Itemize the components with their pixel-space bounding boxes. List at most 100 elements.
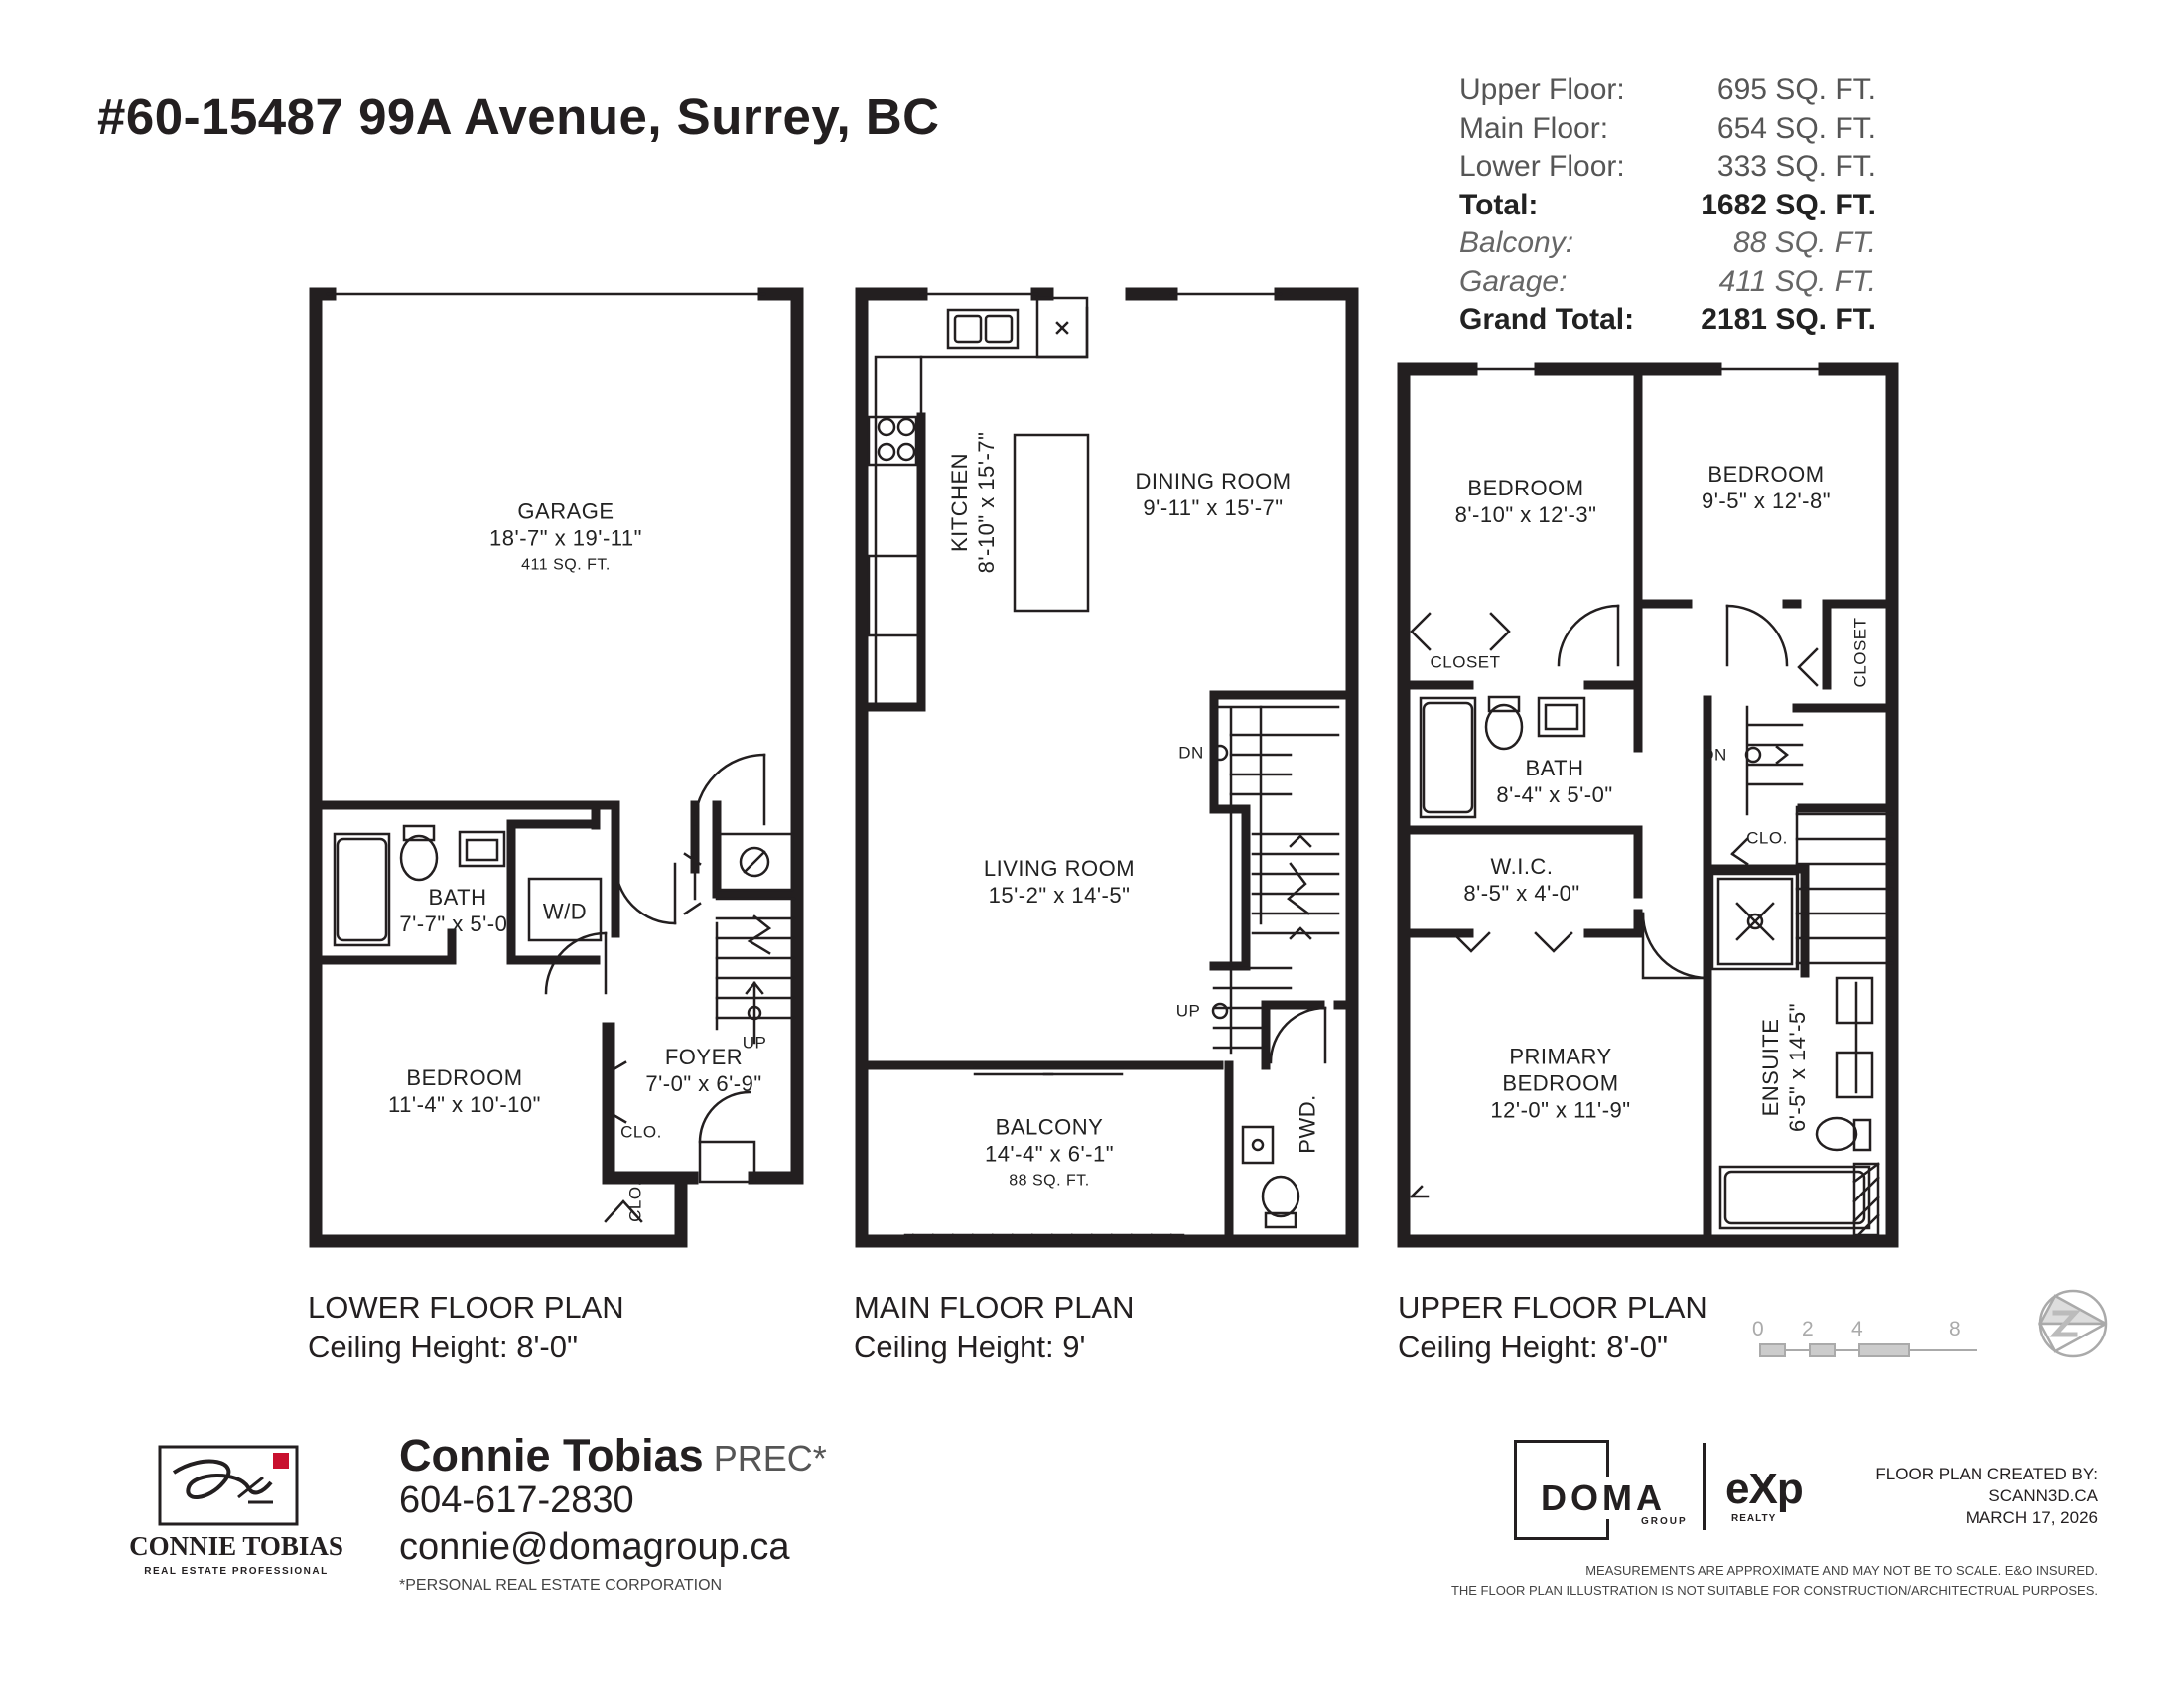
connie-tobias-logo-icon [158,1445,299,1526]
room-dims: 7'-0" x 6'-9" [645,1071,762,1096]
room-name: FOYER [664,1045,744,1069]
lower-floor-plan-caption: LOWER FLOOR PLAN Ceiling Height: 8'-0" [308,1288,624,1367]
lower-floor-fixtures [326,292,796,1243]
area-label: Main Floor: [1459,111,1609,145]
room-dims: 7'-7" x 5'-0" [399,912,516,936]
room-name: BEDROOM [406,1065,523,1090]
area-row: Lower Floor: 333 SQ. FT. [1459,150,1876,189]
dining-room-label: DINING ROOM 9'-11" x 15'-7" [1135,468,1291,521]
ceiling-height: Ceiling Height: 8'-0" [1398,1330,1668,1364]
foyer-label: FOYER 7'-0" x 6'-9" [645,1044,761,1097]
room-name: BEDROOM [1707,462,1825,487]
area-value: 654 SQ. FT. [1716,111,1876,145]
floor-plan-credit: FLOOR PLAN CREATED BY: SCANN3D.CA MARCH … [1875,1464,2098,1529]
disclaimer: MEASUREMENTS ARE APPROXIMATE AND MAY NOT… [1451,1561,2098,1601]
living-room-label: LIVING ROOM 15'-2" x 14'-5" [984,855,1135,909]
bedroom-closet-label: CLO. [625,1181,645,1222]
scale-tick-label: 4 [1851,1318,1863,1340]
plan-title: MAIN FLOOR PLAN [854,1290,1135,1325]
room-name: W.I.C. [1490,854,1554,879]
room-name: DINING ROOM [1135,469,1292,493]
room-name: ENSUITE [1758,1018,1783,1117]
room-dims: 18'-7" x 19'-11" [489,525,642,551]
room-dims: 8'-10" x 15'-7" [974,431,999,574]
property-address-title: #60-15487 99A Avenue, Surrey, BC [97,88,940,145]
room-dims: 15'-2" x 14'-5" [988,883,1131,908]
room-name: BATH [1525,756,1584,780]
room-dims: 9'-11" x 15'-7" [1143,495,1284,520]
area-label: Upper Floor: [1459,73,1625,106]
room-name: BEDROOM [1502,1070,1619,1096]
logo-divider [1703,1443,1706,1530]
balcony-label: BALCONY 14'-4" x 6'-1" 88 SQ. FT. [985,1114,1114,1195]
room-dims: 9'-5" x 12'-8" [1701,489,1832,513]
area-row: Garage:411 SQ. FT. [1459,265,1876,304]
upper-floor-fixtures [1410,367,1894,1243]
area-label: Balcony: [1459,226,1574,259]
upper-bedroom-1-label: BEDROOM 8'-10" x 12'-3" [1455,475,1597,528]
main-stair-down-label: DN [1178,743,1204,763]
scale-tick-label: 2 [1802,1318,1814,1340]
logo-subtitle-text: REAL ESTATE PROFESSIONAL [144,1566,329,1577]
bedroom-1-closet-label: CLOSET [1430,652,1501,672]
area-value: 2181 SQ. FT. [1701,303,1876,336]
room-dims: 8'-5" x 4'-0" [1463,881,1580,906]
ensuite-label: ENSUITE 6'-5" x 14'-5" [1757,1003,1811,1132]
primary-bedroom-label: PRIMARY BEDROOM 12'-0" x 11'-9" [1490,1044,1630,1124]
room-dims: 6'-5" x 14'-5" [1785,1002,1810,1133]
lower-stair-up-label: UP [742,1033,767,1053]
agent-phone[interactable]: 604-617-2830 [399,1479,634,1521]
upper-stair-down-label: DN [1702,745,1727,765]
doma-logo-text: DOMA [1537,1477,1670,1519]
north-arrow-icon [2037,1289,2108,1358]
credit-line: MARCH 17, 2026 [1965,1508,2098,1527]
scale-bar [1759,1343,1977,1357]
exp-logo-subtext: REALTY [1731,1513,1777,1524]
upper-floor-plan-caption: UPPER FLOOR PLAN Ceiling Height: 8'-0" [1398,1288,1707,1367]
scale-tick-label: 0 [1752,1318,1764,1340]
room-area: 411 SQ. FT. [521,556,611,574]
credit-line: FLOOR PLAN CREATED BY: [1875,1465,2098,1483]
area-label: Lower Floor: [1459,150,1625,183]
room-name: BALCONY [995,1114,1104,1140]
doma-logo-subtext: GROUP [1641,1516,1688,1527]
scale-tick-label: 8 [1949,1318,1961,1340]
room-dims: 12'-0" x 11'-9" [1490,1097,1631,1123]
main-floor-walls [855,287,1359,1248]
area-label: Garage: [1459,264,1568,298]
upper-floor-interior [1399,364,1897,1246]
agent-name-text: Connie Tobias [399,1430,704,1480]
room-dims: 14'-4" x 6'-1" [984,1141,1115,1167]
upper-floor-walls [1397,362,1899,1248]
main-stair-up-label: UP [1175,1001,1201,1021]
disclaimer-line: THE FLOOR PLAN ILLUSTRATION IS NOT SUITA… [1450,1583,2098,1598]
main-floor-plan-caption: MAIN FLOOR PLAN Ceiling Height: 9' [854,1288,1135,1367]
room-dims: 8'-4" x 5'-0" [1496,782,1613,807]
plan-title: UPPER FLOOR PLAN [1398,1290,1707,1325]
upper-bath-label: BATH 8'-4" x 5'-0" [1496,755,1612,808]
lower-floor-interior [311,800,799,965]
room-name: GARAGE [517,498,614,524]
garage-label: GARAGE 18'-7" x 19'-11" 411 SQ. FT. [489,498,642,579]
room-name: LIVING ROOM [983,856,1136,881]
area-value: 333 SQ. FT. [1716,150,1876,183]
walk-in-closet-label: W.I.C. 8'-5" x 4'-0" [1463,853,1579,907]
room-area: 88 SQ. FT. [1009,1172,1090,1190]
area-label: Total: [1459,188,1539,221]
room-dims: 8'-10" x 12'-3" [1454,502,1597,527]
area-row: Grand Total:2181 SQ. FT. [1459,303,1876,342]
bedroom-2-closet-label: CLOSET [1850,617,1870,688]
kitchen-label: KITCHEN 8'-10" x 15'-7" [946,432,1000,574]
ceiling-height: Ceiling Height: 8'-0" [308,1330,578,1364]
plan-title: LOWER FLOOR PLAN [308,1290,624,1325]
agent-email[interactable]: connie@domagroup.ca [399,1526,790,1568]
area-row: Main Floor: 654 SQ. FT. [1459,112,1876,151]
area-summary-table: Upper Floor:695 SQ. FT. Main Floor:654 S… [1459,73,1876,342]
powder-room-label: PWD. [1295,1094,1320,1154]
credit-line: SCANN3D.CA [1988,1486,2098,1505]
washer-dryer-label: W/D [542,899,588,924]
area-row: Total:1682 SQ. FT. [1459,189,1876,227]
agent-designation: PREC* [713,1438,827,1478]
foyer-closet-label: CLO. [620,1122,662,1142]
